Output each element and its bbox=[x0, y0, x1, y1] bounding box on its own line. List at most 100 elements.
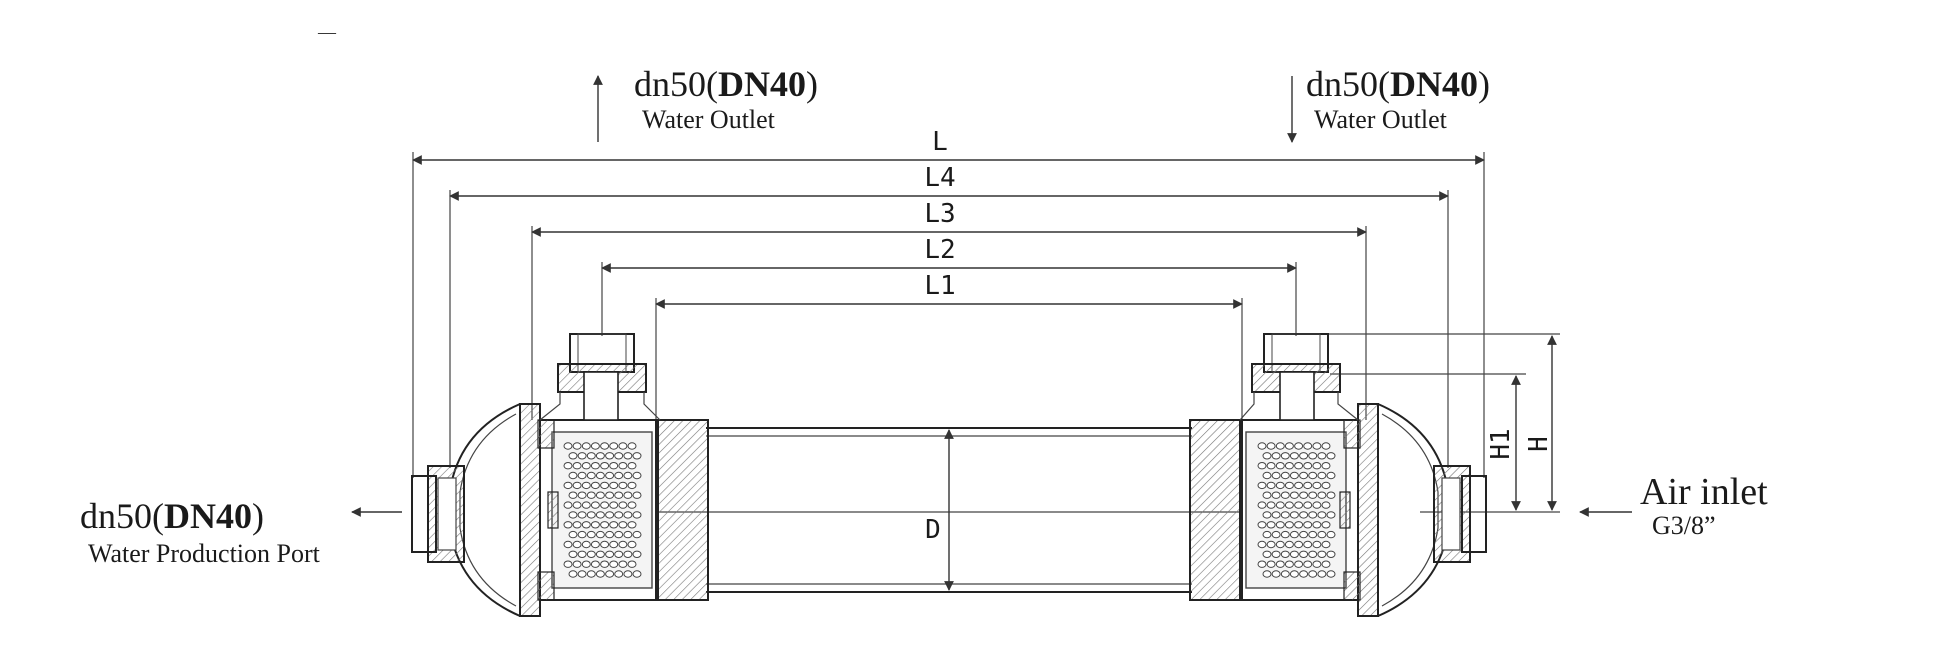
dim-label-L2: L2 bbox=[924, 235, 955, 265]
dimension-H: H bbox=[1296, 333, 1560, 513]
filter-hole bbox=[1308, 491, 1318, 499]
filter-hole bbox=[1312, 442, 1322, 450]
filter-hole bbox=[1326, 530, 1336, 539]
filter-hole bbox=[1308, 530, 1318, 539]
filter-hole bbox=[572, 462, 582, 470]
filter-hole bbox=[590, 481, 600, 490]
filter-hole bbox=[1275, 442, 1285, 450]
filter-hole bbox=[1284, 540, 1294, 549]
filter-hole bbox=[632, 452, 642, 460]
filter-hole bbox=[1257, 501, 1267, 509]
filter-hole bbox=[1294, 521, 1304, 529]
filter-hole bbox=[1299, 452, 1309, 460]
dim-label-L: L bbox=[932, 127, 948, 157]
filter-hole bbox=[1271, 530, 1281, 539]
filter-hole bbox=[1275, 481, 1285, 490]
filter-hole bbox=[609, 560, 619, 568]
right-filter-screen bbox=[1257, 442, 1336, 578]
filter-hole bbox=[632, 550, 642, 558]
outlet-right-size-a: dn50( bbox=[1306, 64, 1390, 104]
filter-hole bbox=[623, 511, 633, 519]
dimension-L: L bbox=[412, 127, 1485, 478]
filter-hole bbox=[1299, 511, 1309, 519]
filter-hole bbox=[1321, 481, 1331, 490]
filter-hole bbox=[1294, 540, 1304, 549]
filter-hole bbox=[1275, 540, 1285, 549]
production-port-size-c: ) bbox=[252, 496, 264, 536]
filter-hole bbox=[1280, 511, 1290, 519]
outlet-left-size-c: ) bbox=[806, 64, 818, 104]
filter-hole bbox=[614, 471, 624, 480]
filter-hole bbox=[600, 540, 610, 549]
filter-hole bbox=[600, 521, 610, 529]
filter-hole bbox=[1280, 570, 1290, 578]
label-water-production-port: dn50(DN40) Water Production Port bbox=[80, 496, 321, 568]
filter-hole bbox=[618, 560, 628, 568]
filter-hole bbox=[586, 511, 596, 519]
filter-hole bbox=[1280, 452, 1290, 460]
filter-hole bbox=[1299, 491, 1309, 499]
filter-hole bbox=[623, 550, 633, 558]
filter-hole bbox=[1275, 521, 1285, 529]
filter-hole bbox=[1326, 511, 1336, 519]
filter-hole bbox=[568, 570, 578, 578]
filter-hole bbox=[1257, 560, 1267, 568]
filter-hole bbox=[1303, 462, 1313, 470]
filter-hole bbox=[1312, 560, 1322, 568]
filter-hole bbox=[595, 530, 605, 539]
filter-hole bbox=[1303, 540, 1313, 549]
filter-hole bbox=[1294, 560, 1304, 568]
filter-hole bbox=[609, 521, 619, 529]
filter-hole bbox=[1317, 550, 1327, 558]
filter-hole bbox=[577, 471, 587, 480]
filter-hole bbox=[595, 550, 605, 558]
outlet-right-size-b: DN40 bbox=[1390, 64, 1478, 104]
filter-hole bbox=[563, 540, 573, 549]
filter-hole bbox=[627, 540, 637, 549]
filter-hole bbox=[586, 550, 596, 558]
filter-hole bbox=[600, 481, 610, 490]
dim-label-L3: L3 bbox=[924, 199, 955, 229]
filter-hole bbox=[1289, 530, 1299, 539]
filter-hole bbox=[563, 560, 573, 568]
filter-hole bbox=[1326, 570, 1336, 578]
air-inlet-name: Air inlet bbox=[1640, 471, 1768, 513]
filter-hole bbox=[627, 481, 637, 490]
filter-hole bbox=[627, 462, 637, 470]
filter-hole bbox=[581, 442, 591, 450]
filter-hole bbox=[1284, 481, 1294, 490]
filter-hole bbox=[1262, 570, 1272, 578]
filter-hole bbox=[1299, 570, 1309, 578]
filter-hole bbox=[568, 550, 578, 558]
filter-hole bbox=[563, 521, 573, 529]
filter-hole bbox=[600, 560, 610, 568]
filter-hole bbox=[595, 511, 605, 519]
filter-hole bbox=[605, 491, 615, 499]
filter-hole bbox=[614, 452, 624, 460]
filter-hole bbox=[1262, 530, 1272, 539]
label-water-outlet-right: dn50(DN40) Water Outlet bbox=[1306, 64, 1490, 134]
filter-hole bbox=[590, 560, 600, 568]
filter-hole bbox=[1262, 491, 1272, 499]
filter-hole bbox=[563, 462, 573, 470]
filter-hole bbox=[1271, 511, 1281, 519]
filter-hole bbox=[614, 550, 624, 558]
filter-hole bbox=[568, 471, 578, 480]
filter-hole bbox=[1308, 452, 1318, 460]
filter-hole bbox=[632, 570, 642, 578]
dim-label-L1: L1 bbox=[924, 271, 955, 301]
filter-hole bbox=[563, 501, 573, 509]
outlet-right-size-c: ) bbox=[1478, 64, 1490, 104]
filter-hole bbox=[577, 570, 587, 578]
filter-hole bbox=[590, 442, 600, 450]
left-end-cap bbox=[411, 333, 709, 617]
filter-hole bbox=[568, 511, 578, 519]
filter-hole bbox=[1262, 550, 1272, 558]
filter-hole bbox=[595, 570, 605, 578]
filter-hole bbox=[1303, 442, 1313, 450]
dimension-H1: H1 bbox=[1330, 373, 1526, 511]
filter-hole bbox=[581, 560, 591, 568]
filter-hole bbox=[1303, 481, 1313, 490]
filter-hole bbox=[1321, 442, 1331, 450]
top-mark: — bbox=[317, 22, 337, 42]
